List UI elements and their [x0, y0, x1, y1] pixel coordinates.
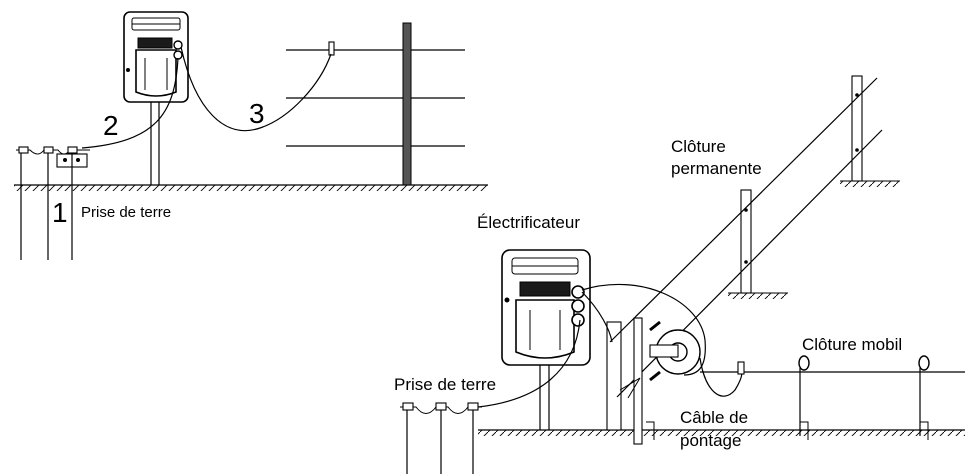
scene-1-ground-cable [81, 57, 179, 149]
scene-1-number-2: 2 [103, 110, 119, 141]
scene-2-ground-cable [477, 319, 581, 408]
scene-2-permanent-fence-posts [606, 75, 900, 431]
scene-1-installation: 1 2 3 Prise de terre [14, 11, 488, 260]
scene-2-bridge-cable-label-line1: Câble de [680, 408, 748, 427]
scene-1-number-3: 3 [249, 98, 265, 129]
scene-2-mobile-fence-label: Clôture mobil [802, 335, 902, 354]
scene-1-fence-cable [180, 46, 332, 132]
scene-1-ground [14, 184, 488, 191]
scene-2-reel [619, 317, 701, 445]
scene-2-stake [539, 360, 550, 430]
scene-1-wire-connector [328, 41, 335, 56]
scene-2-permanent-fence-cable [581, 291, 613, 343]
scene-2-energizer-label: Électrificateur [477, 213, 580, 232]
scene-2-ground-rod-label: Prise de terre [394, 375, 496, 394]
scene-2-installation: Électrificateur Clôture permanente Clôtu… [394, 75, 965, 474]
scene-1-fence-wires [286, 49, 465, 147]
scene-2-reel-cable [581, 283, 706, 376]
scene-1-ground-rods [16, 146, 90, 260]
scene-2-bridge-cable [699, 357, 745, 397]
scene-1-stake [150, 95, 160, 185]
scene-1-energizer [123, 11, 189, 103]
scene-2-energizer [501, 249, 591, 366]
scene-2-permanent-fence-label-line1: Clôture [671, 137, 726, 156]
scene-1-number-1: 1 [52, 197, 68, 228]
scene-2-bridge-cable-label-line2: pontage [680, 431, 741, 450]
scene-1-ground-rod-label: Prise de terre [81, 204, 171, 221]
scene-2-permanent-fence-label-line2: permanente [671, 159, 762, 178]
scene-2-ground-rods [400, 402, 482, 474]
scene-1-fence-post [402, 22, 412, 186]
scene-2-ground [478, 429, 965, 436]
scene-2-mobile-fence-posts [646, 355, 930, 440]
